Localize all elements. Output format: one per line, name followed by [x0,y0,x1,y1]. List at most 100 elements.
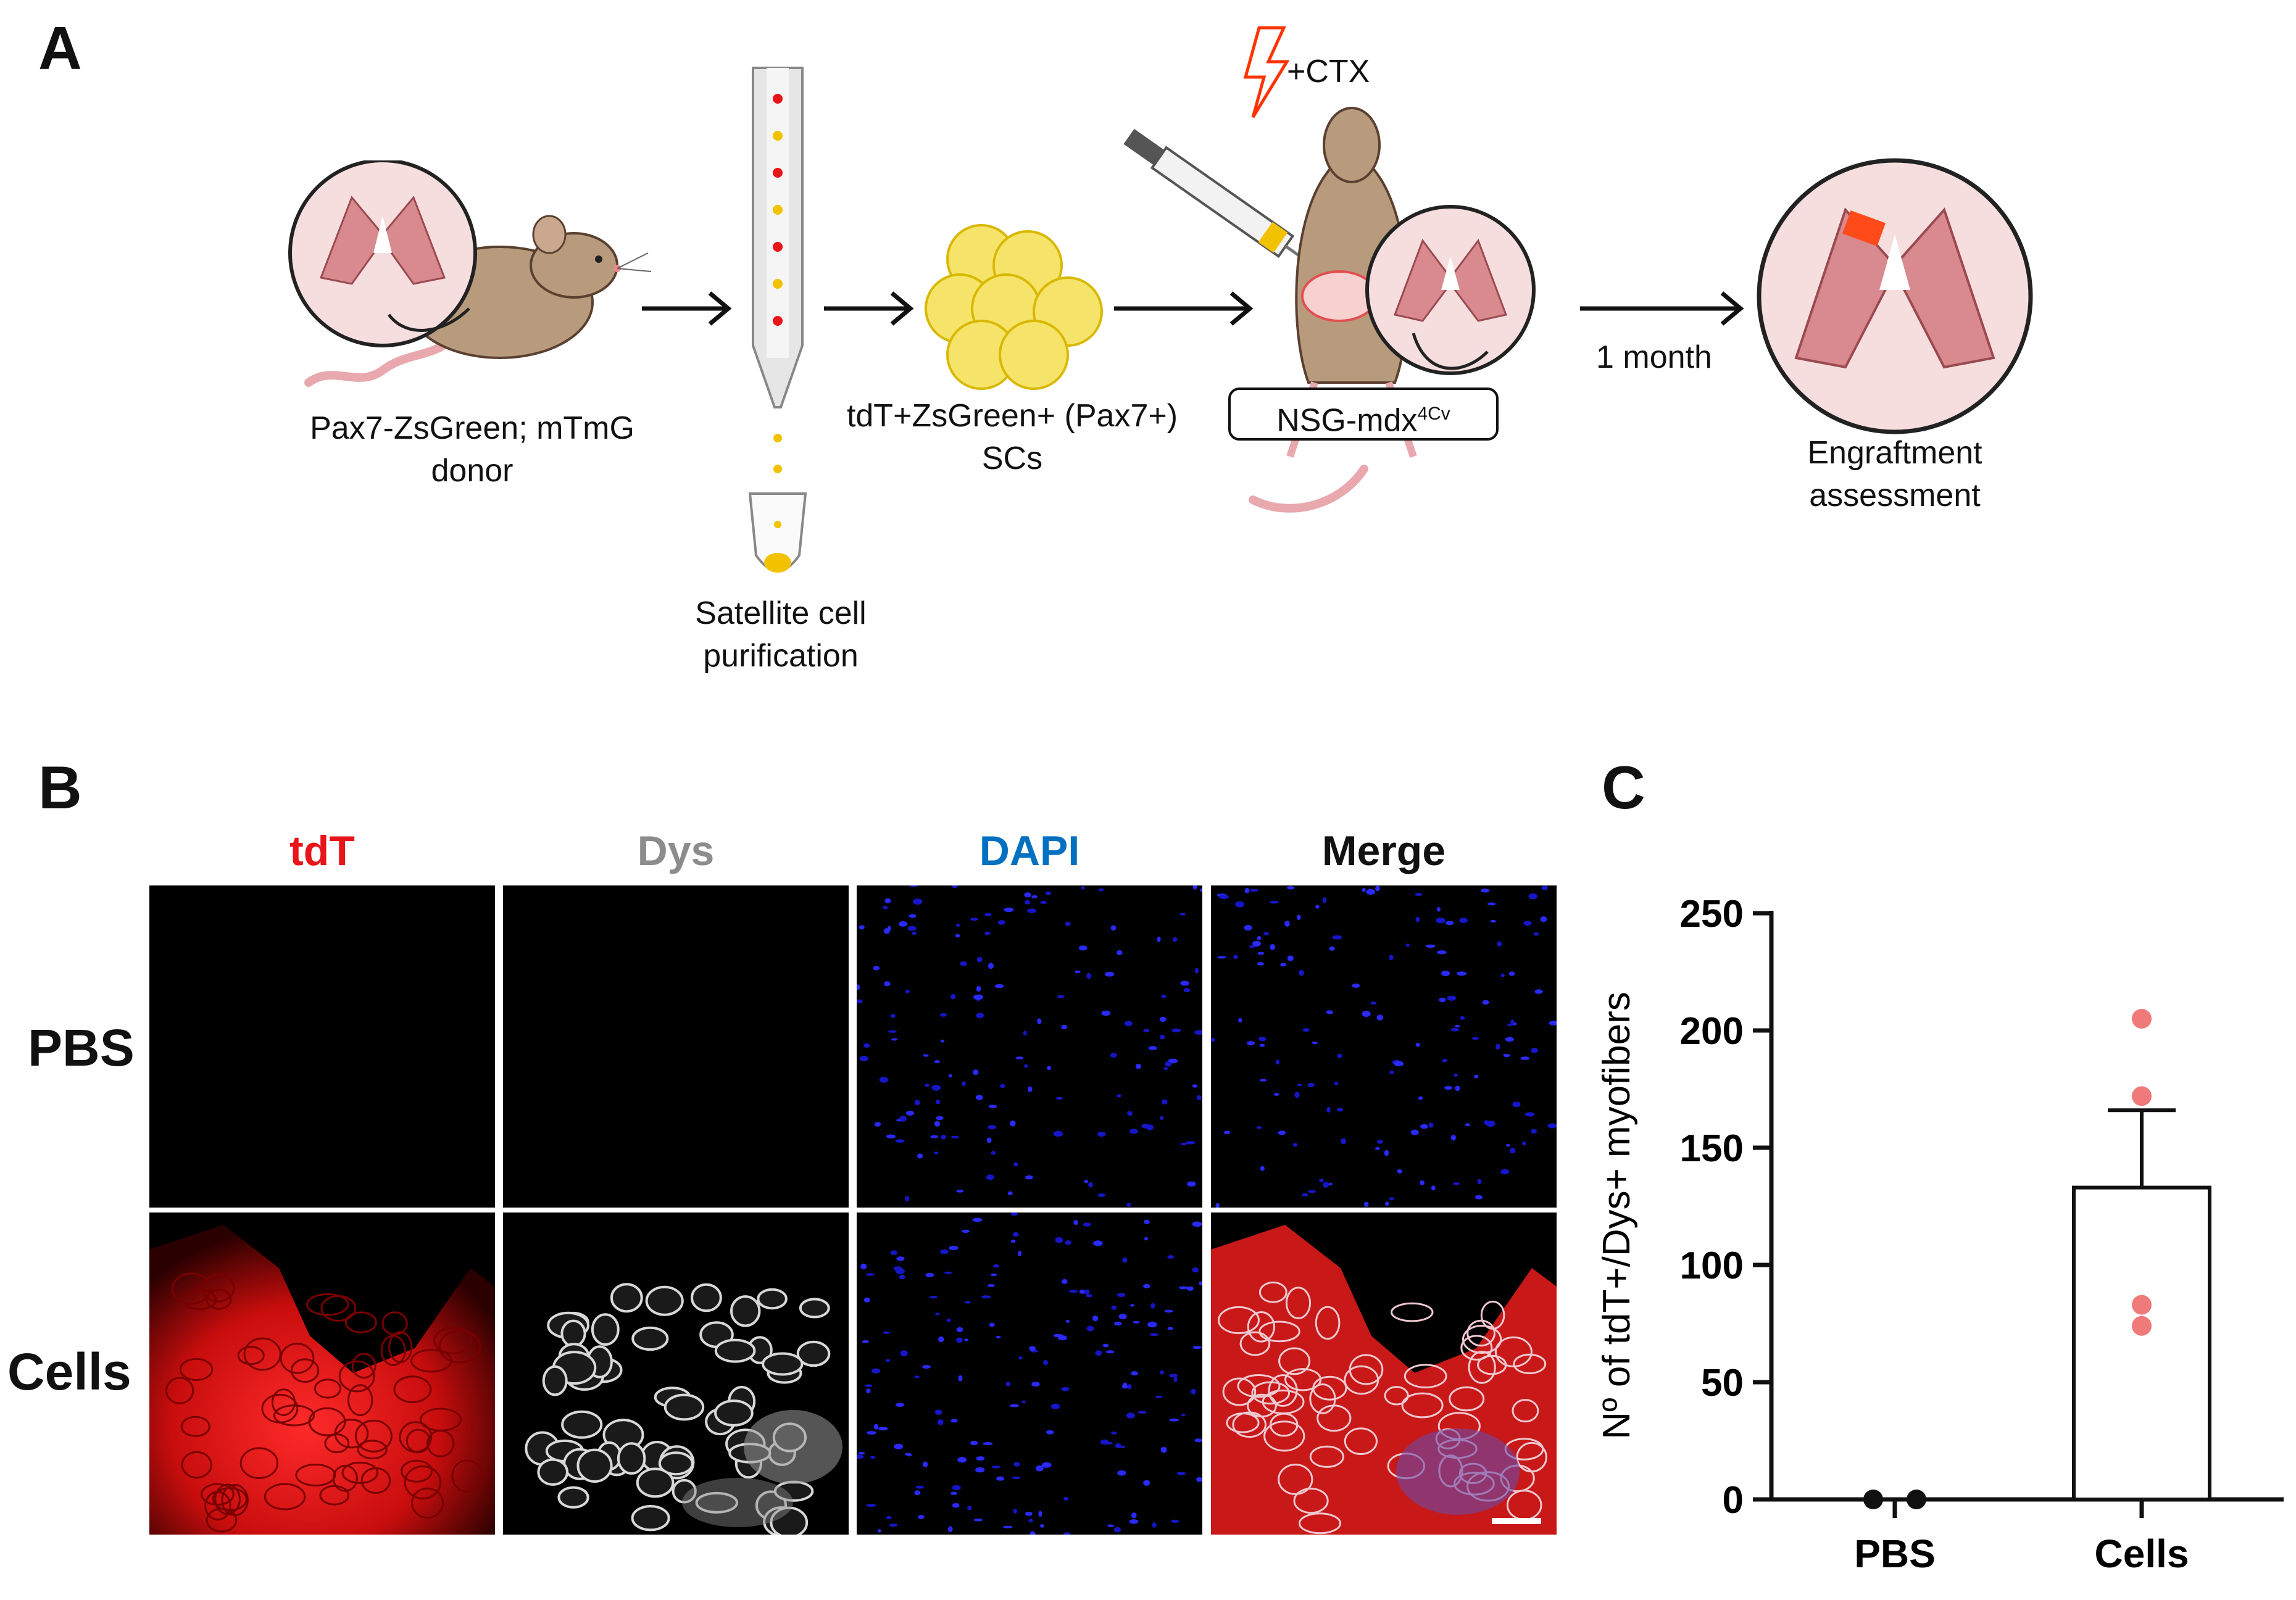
nucleus-mark [1477,1179,1482,1185]
myofiber-outline [180,1416,210,1437]
nucleus-mark [1018,1356,1023,1360]
nucleus-mark [1389,1197,1395,1200]
nucleus-mark [1086,972,1092,979]
nucleus-mark [936,1116,944,1121]
myofiber-outline [239,1447,279,1480]
data-point [2132,1086,2152,1106]
nucleus-mark [1098,888,1104,892]
nucleus-mark [1029,1531,1036,1535]
nucleus-mark [1055,1237,1063,1243]
nucleus-mark [1025,900,1030,905]
nucleus-mark [1036,1465,1044,1472]
nucleus-mark [1018,1251,1022,1256]
nucleus-mark [1023,1030,1027,1036]
nucleus-mark [1143,1480,1150,1486]
nucleus-mark [1341,1138,1347,1145]
myofiber-outline [1239,1331,1271,1356]
row-label-cells: Cells [7,1343,131,1401]
recipient-superscript: 4Cv [1417,404,1450,424]
nucleus-mark [1021,1400,1026,1404]
nucleus-mark [1547,1123,1557,1129]
myofiber-outline [1309,1383,1336,1414]
myofiber-outline [1278,1347,1311,1375]
nucleus-mark [923,1054,929,1057]
column-header-dapi: DAPI [979,827,1080,874]
nucleus-mark [976,1456,985,1461]
myofiber-outline [631,1326,669,1351]
myofiber-outline [1468,1351,1496,1384]
myofiber-outline [290,1358,320,1383]
nucleus-mark [1534,989,1543,994]
nucleus-mark [996,1476,1005,1481]
nucleus-mark [1133,1320,1140,1324]
myofiber-outline [338,1360,375,1393]
nucleus-mark [1127,1384,1132,1390]
nucleus-mark [1194,1030,1202,1035]
myofiber-outline [1299,1512,1341,1535]
nucleus-mark [1235,901,1244,908]
nucleus-mark [1445,921,1454,926]
nucleus-mark [1046,1430,1054,1435]
data-point [2132,1295,2152,1315]
myofiber-outline [181,1451,212,1479]
image-cells-merge [1211,1212,1557,1535]
nucleus-mark [1278,1130,1286,1135]
nucleus-mark [1037,1018,1042,1024]
nucleus-mark [1509,1148,1516,1154]
nucleus-mark [1024,1064,1029,1068]
myofiber-outline [433,1327,473,1354]
nucleus-mark [1121,1384,1128,1389]
assessment-label-line2: assessment [1809,477,1981,513]
nucleus-mark [1015,1056,1024,1059]
nucleus-mark [1086,1294,1092,1298]
myofiber-outline [1401,1392,1444,1419]
image-cells-dapi [857,1212,1202,1535]
nucleus-mark [938,1336,944,1343]
nucleus-mark [883,1331,891,1334]
nucleus-mark [1375,1147,1380,1150]
nucleus-mark [1131,1371,1138,1376]
nucleus-mark [1092,1315,1099,1322]
nucleus-mark [1482,1000,1489,1005]
image-cells-dys [503,1212,849,1535]
myofiber-outline [1462,1325,1502,1354]
nucleus-mark [1167,1327,1174,1330]
myofiber-outline [1460,1335,1493,1361]
nucleus-mark [1126,1203,1131,1207]
nucleus-mark [951,885,959,889]
data-point [1907,1490,1926,1509]
nucleus-mark [1040,1524,1044,1528]
nucleus-mark [1455,1024,1460,1028]
nucleus-mark [1366,889,1375,895]
nucleus-mark [1171,1519,1179,1523]
myofiber-outline [537,1458,568,1486]
nucleus-mark [895,1139,905,1143]
nucleus-mark [1428,1122,1434,1128]
nucleus-mark [857,999,863,1004]
myofiber-outline [1263,1420,1305,1452]
panel-letter-b: B [38,753,82,821]
arrow-recipient-to-assessment [1580,291,1744,326]
nucleus-mark [1273,1093,1279,1096]
myofiber-outline [351,1353,376,1379]
nucleus-mark [917,1515,925,1519]
nucleus-mark [1533,932,1539,936]
myofiber-outline [1344,1365,1379,1395]
nucleus-mark [1531,1048,1538,1053]
nucleus-mark [922,1461,928,1467]
nucleus-mark [984,931,991,935]
nucleus-mark [1457,971,1466,976]
nucleus-mark [1211,1037,1215,1042]
nucleus-mark [1196,1477,1202,1482]
nucleus-mark [1162,1099,1168,1105]
myofiber-outline [1285,1287,1312,1319]
nucleus-mark [1507,1023,1513,1026]
nucleus-mark [1549,1021,1557,1026]
nucleus-mark [1144,1237,1148,1241]
nucleus-mark [1481,889,1490,893]
nucleus-mark [1114,1527,1121,1533]
nucleus-mark [1063,1532,1071,1535]
myofiber-outline [165,1377,194,1404]
nucleus-mark [1117,1470,1126,1476]
nucleus-mark [1117,950,1123,956]
